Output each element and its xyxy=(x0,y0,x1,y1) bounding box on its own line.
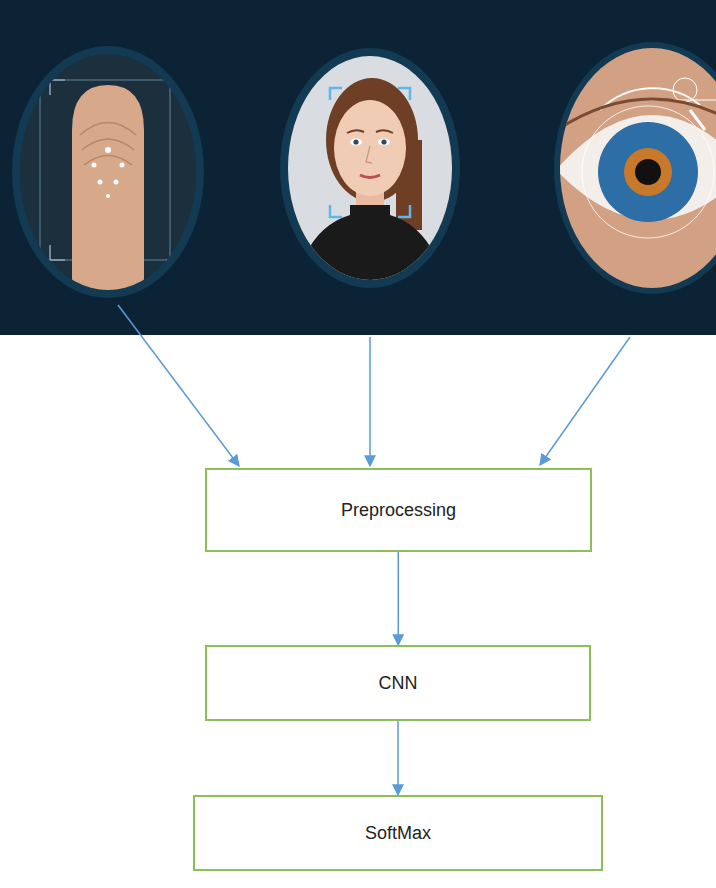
box-label: Preprocessing xyxy=(341,500,456,521)
process-box: CNN xyxy=(205,645,591,721)
box-label: CNN xyxy=(379,673,418,694)
face-photo xyxy=(280,40,460,310)
input-arrow xyxy=(540,337,630,465)
process-box: Preprocessing xyxy=(205,468,592,552)
box-label: SoftMax xyxy=(365,823,431,844)
input-arrow xyxy=(369,337,371,466)
iris-photo xyxy=(550,40,716,300)
fingerprint-photo xyxy=(0,40,220,330)
input-arrow xyxy=(118,305,239,466)
dark-band xyxy=(0,0,716,335)
process-box: SoftMax xyxy=(193,795,603,871)
flow-arrow xyxy=(398,552,400,645)
flow-arrow xyxy=(397,721,399,795)
